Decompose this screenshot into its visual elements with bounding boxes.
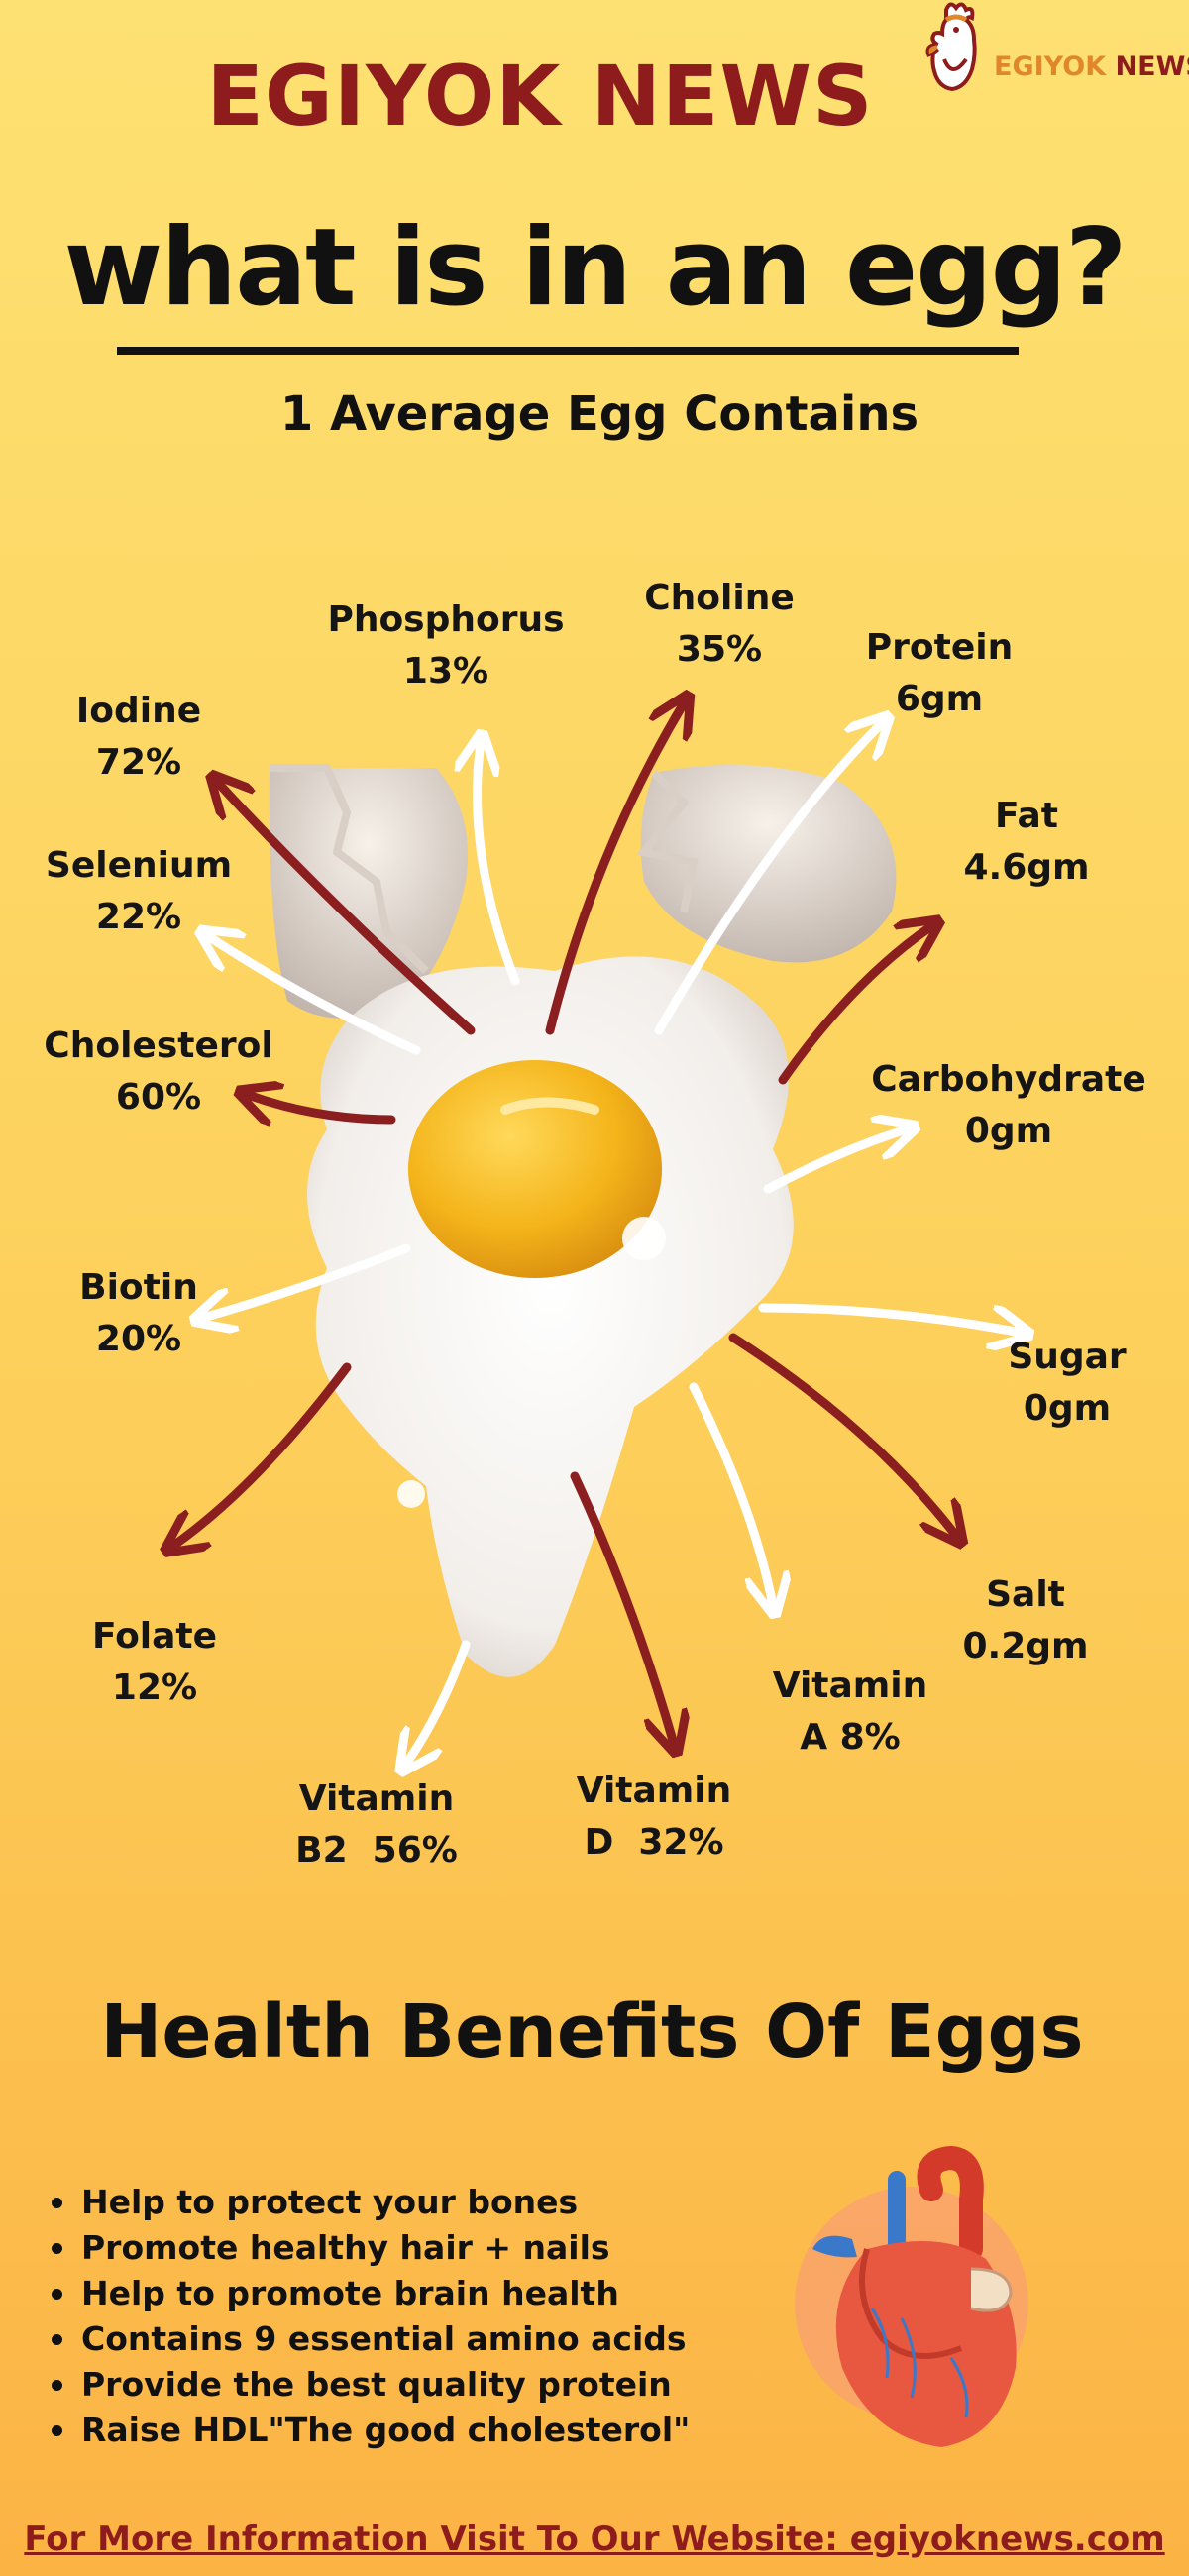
brand-logo: EGIYOK NEWS [917,0,1189,109]
egg-illustration [0,555,1189,1922]
benefit-item: Help to protect your bones [42,2180,755,2225]
logo-text: EGIYOK NEWS [994,52,1189,82]
arrow-sugar [758,1303,1021,1333]
benefit-item: Contains 9 essential amino acids [42,2316,755,2362]
nutrient-arrows [173,703,1021,1764]
health-benefits-title: Health Benefits Of Eggs [100,1989,1084,2075]
arrow-fat [778,926,931,1085]
benefits-list: Help to protect your bones Promote healt… [42,2180,755,2453]
arrow-choline [545,703,684,1035]
rooster-logo-icon [925,2,977,92]
logo-text-news: NEWS [1115,52,1189,82]
arrow-iodine [218,783,476,1035]
benefit-item: Promote healthy hair + nails [42,2225,755,2271]
arrow-phosphorus [478,743,520,986]
logo-text-egiyok: EGIYOK [994,52,1107,82]
arrow-folate [173,1362,352,1546]
arrow-vitamin-a [689,1382,773,1605]
arrow-biotin [203,1243,411,1318]
heart-icon [795,2145,1028,2447]
arrow-salt [728,1333,956,1536]
subtitle: 1 Average Egg Contains [279,386,919,442]
arrow-protein [654,723,882,1035]
arrow-vitamin-b2 [406,1640,471,1764]
brand-title: EGIYOK NEWS [206,48,874,145]
main-title: what is in an egg? [63,206,1127,330]
title-underline [117,347,1019,355]
fried-egg-icon [307,956,794,1677]
benefit-item: Provide the best quality protein [42,2362,755,2408]
arrow-selenium [208,936,421,1055]
arrow-carbohydrate [763,1129,907,1194]
benefit-item: Help to promote brain health [42,2271,755,2316]
arrow-cholesterol [248,1095,396,1120]
benefit-item: Raise HDL"The good cholesterol" [42,2408,755,2453]
arrow-vitamin-d [570,1471,674,1744]
footer-website-link[interactable]: For More Information Visit To Our Websit… [24,2520,1165,2559]
